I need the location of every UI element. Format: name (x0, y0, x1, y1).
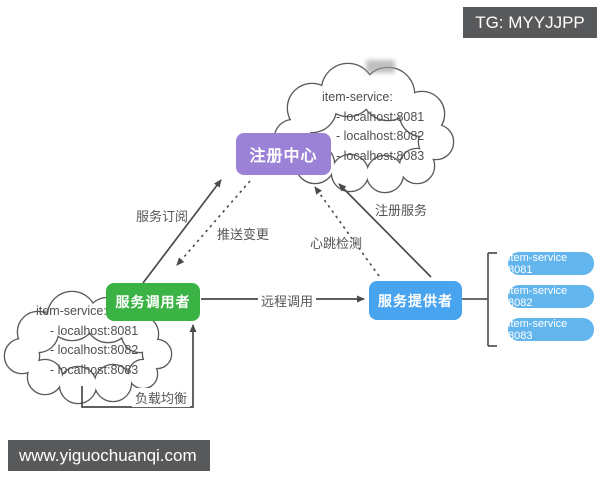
edge-label-heartbeat: 心跳检测 (310, 236, 363, 251)
bottom-cloud-fill (5, 292, 171, 403)
watermark-smudge (366, 60, 395, 73)
bottom-cloud-content: item-service: - localhost:8081 - localho… (36, 304, 138, 377)
bottom-cloud-item: - localhost:8081 (50, 323, 139, 338)
bottom-cloud-title: item-service: (36, 304, 107, 318)
top-cloud-content: item-service: - localhost:8081 - localho… (322, 90, 424, 163)
edge-heartbeat-arrow (314, 186, 380, 277)
tg-watermark-badge: TG: MYYJJPP (463, 7, 597, 38)
edge-load-balance-arrow (81, 324, 197, 408)
instance-8082: item-service 8082 (508, 285, 594, 309)
instances-bracket (462, 252, 497, 347)
top-cloud-item: - localhost:8082 (336, 129, 425, 143)
registry-center-node: 注册中心 (236, 133, 331, 175)
bottom-cloud-item: - localhost:8083 (50, 362, 139, 377)
edge-subscribe-arrow (142, 179, 222, 284)
top-cloud-item: - localhost:8083 (336, 148, 425, 163)
edge-register-arrow (338, 183, 432, 278)
bottom-cloud-item: - localhost:8082 (50, 343, 139, 357)
edge-push-change-arrow (176, 180, 251, 266)
instance-8083: item-service 8083 (508, 318, 594, 342)
site-watermark-bar: www.yiguochuanqi.com (8, 440, 210, 471)
edge-label-subscribe: 服务订阅 (136, 209, 189, 224)
service-consumer-node: 服务调用者 (106, 283, 200, 321)
instance-8081: item-service 8081 (508, 252, 594, 276)
top-cloud-item: - localhost:8081 (336, 109, 425, 124)
top-cloud-title: item-service: (322, 90, 393, 104)
edge-label-push-change: 推送变更 (217, 227, 270, 242)
service-provider-node: 服务提供者 (369, 281, 462, 320)
edge-label-remote-call: 远程调用 (258, 291, 317, 310)
edge-label-register: 注册服务 (375, 203, 428, 218)
edge-label-load-balance: 负载均衡 (132, 388, 191, 407)
